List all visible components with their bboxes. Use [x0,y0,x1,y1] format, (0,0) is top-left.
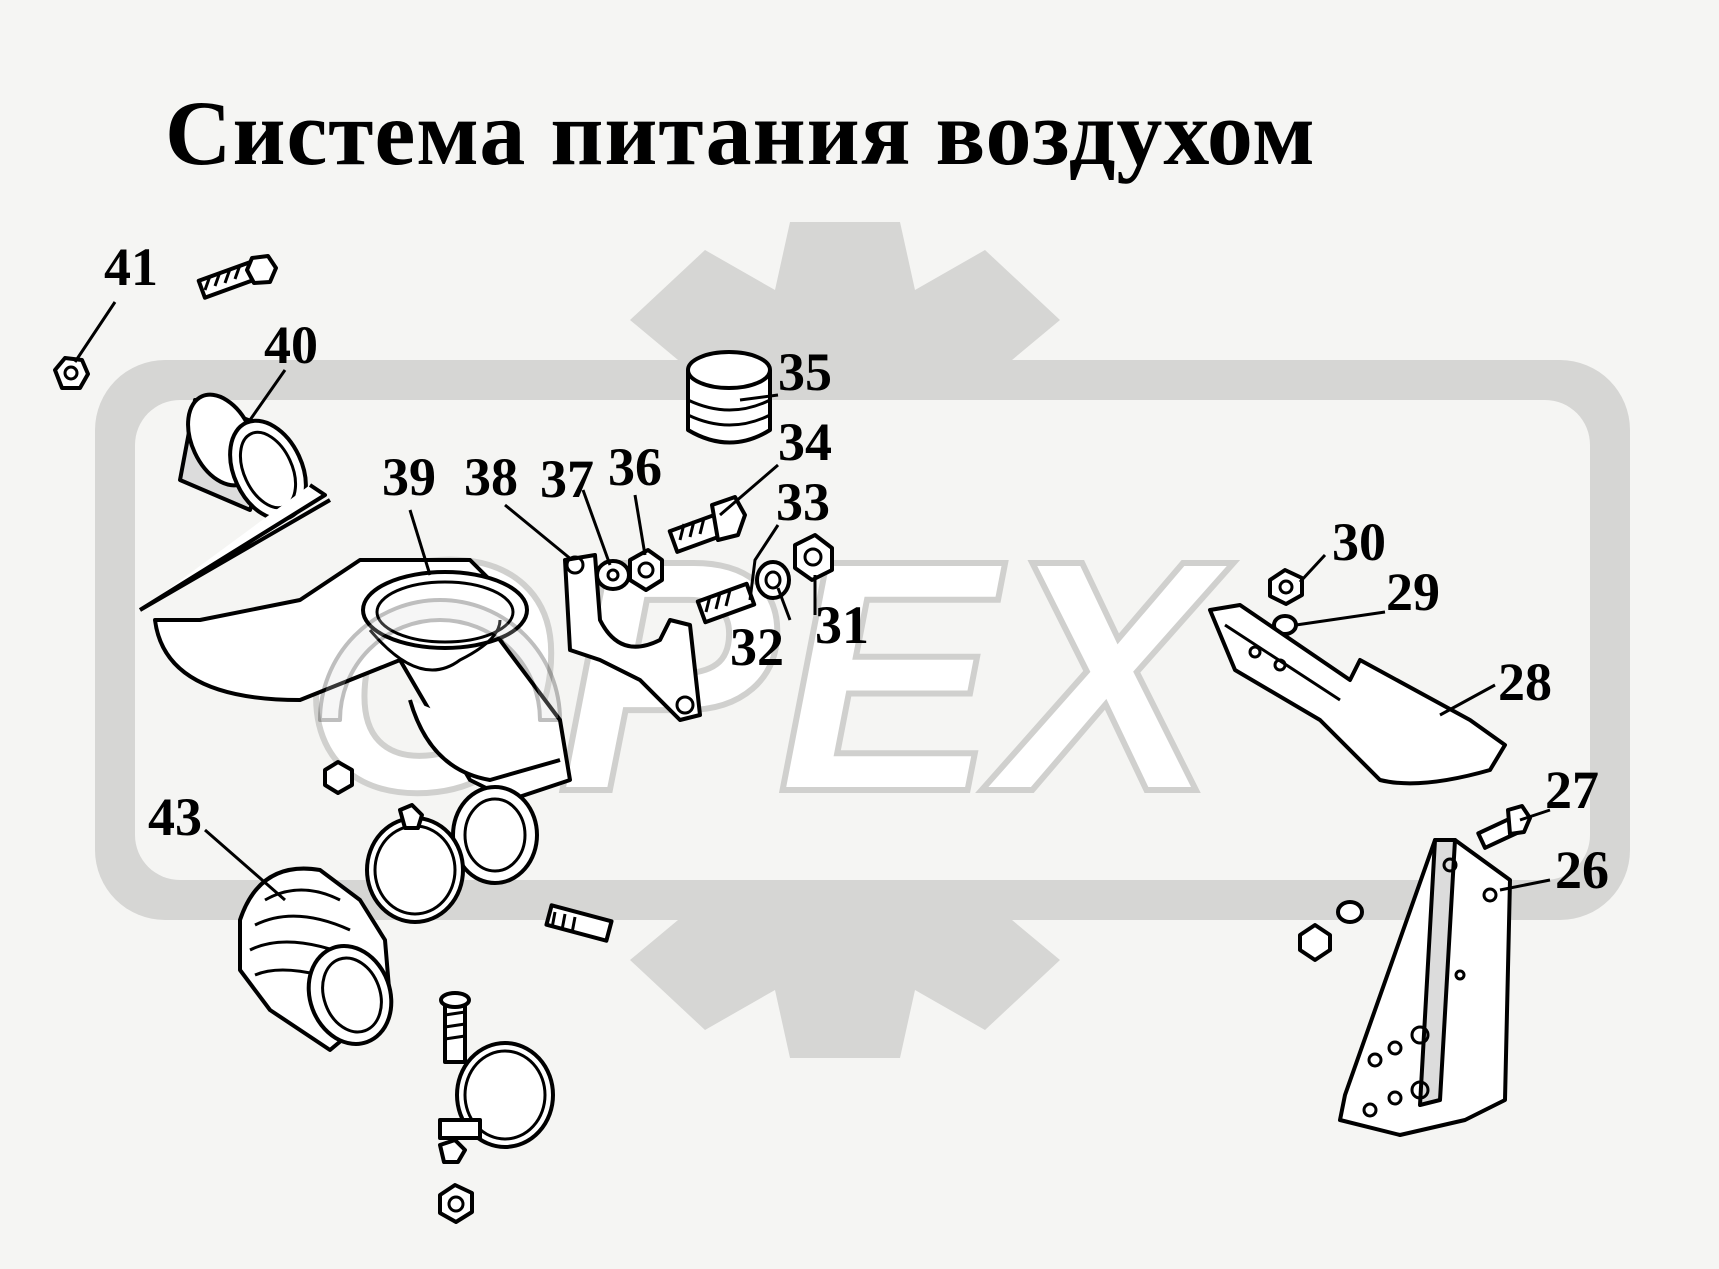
part-26-mount-plate [1298,838,1512,1137]
callout-29: 29 [1386,562,1440,622]
callout-30: 30 [1332,512,1386,572]
part-clamp-upper [365,803,465,924]
callout-35: 35 [778,342,832,402]
part-31-nut [793,533,834,582]
callout-36: 36 [608,437,662,497]
callout-43: 43 [148,787,202,847]
part-27-bolt [1476,804,1532,850]
callout-37: 37 [540,449,594,509]
callout-34: 34 [778,412,832,472]
callout-27: 27 [1545,760,1599,820]
callout-32: 32 [730,617,784,677]
part-32-washer [755,560,791,600]
callout-39: 39 [382,447,436,507]
leader-lines [73,301,1551,902]
part-36-nut [628,548,664,592]
part-39-intake-housing [138,483,572,885]
part-38-bracket [563,553,702,722]
part-bolt-vertical [439,991,471,1064]
part-40-sleeve [178,392,308,522]
page-title: Система питания воздухом [165,82,1316,184]
callout-31: 31 [815,595,869,655]
part-30-nut [1268,568,1304,606]
part-clamp-lower [438,1041,555,1164]
callout-26: 26 [1555,840,1609,900]
part-41-bolt-nut [53,254,278,390]
part-43-elbow [238,866,394,1052]
part-37-washer [595,559,631,591]
callout-41: 41 [104,237,158,297]
callout-28: 28 [1498,652,1552,712]
callout-40: 40 [264,315,318,375]
part-bolt-middle [544,903,614,943]
part-nut-bottom [438,1183,474,1224]
callout-33: 33 [776,472,830,532]
callout-38: 38 [464,447,518,507]
part-34-connector [667,495,747,554]
part-35-cap [686,350,772,445]
